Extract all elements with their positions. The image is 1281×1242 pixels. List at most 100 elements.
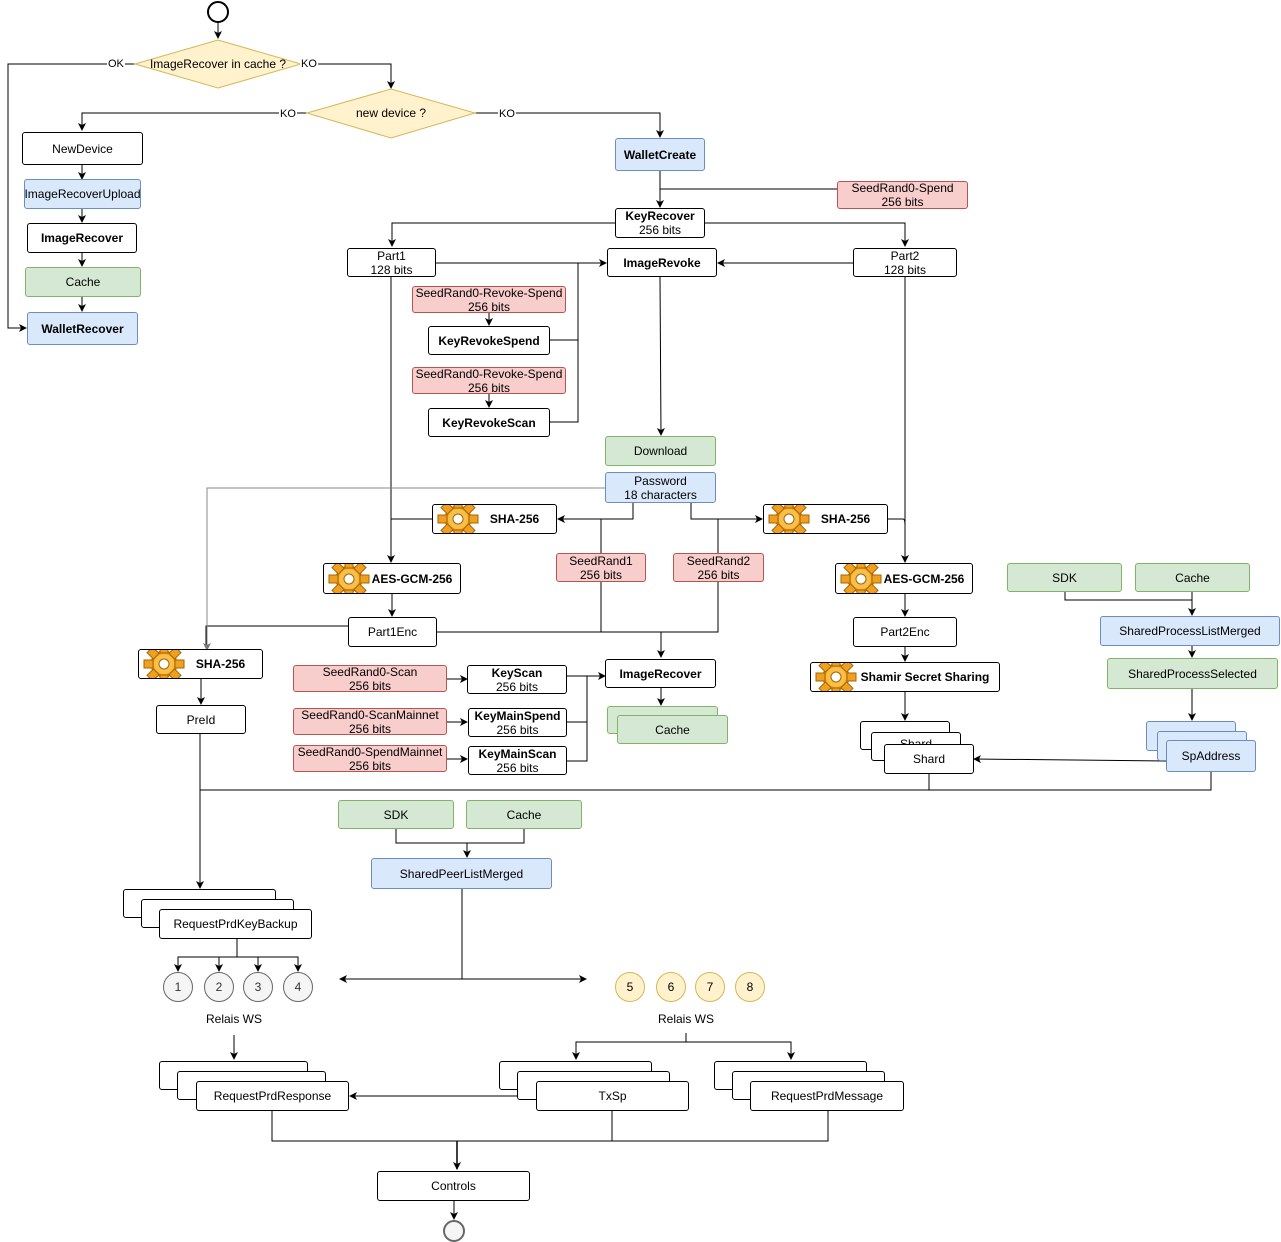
part2-label: Part2 [890,248,920,263]
cache-peers-label: Cache [506,807,542,822]
sha-256-preid-node[interactable]: SHA-256 [138,649,263,679]
relay-8[interactable]: 8 [735,972,765,1002]
cache-right-node[interactable]: Cache [1135,563,1250,592]
sp-address-label: SpAddress [1181,749,1241,763]
part1-label: Part1 [377,248,406,263]
aes-gcm-256-left-label: AES-GCM-256 [371,571,453,586]
part2-bits: 128 bits [883,262,927,277]
edge-label-ko-1: KO [300,58,318,70]
sha-256-right-node[interactable]: SHA-256 [763,504,888,534]
part2enc-node[interactable]: Part2Enc [853,617,957,647]
preid-label: PreId [186,712,216,727]
controls-node[interactable]: Controls [377,1171,530,1201]
key-main-scan-bits: 256 bits [496,760,539,775]
aes-gcm-256-right-node[interactable]: AES-GCM-256 [835,563,973,594]
sp-address-node[interactable]: SpAddress [1166,740,1256,772]
shared-process-list-merged-node[interactable]: SharedProcessListMerged [1100,616,1280,646]
key-main-scan-label: KeyMainScan [478,746,557,761]
sha-256-left-label: SHA-256 [489,512,540,526]
shared-peer-list-merged-node[interactable]: SharedPeerListMerged [371,858,552,889]
part1-bits: 128 bits [370,262,413,277]
end-node [443,1220,465,1242]
shared-process-selected-node[interactable]: SharedProcessSelected [1107,658,1278,689]
seed-spend-mainnet-label: SeedRand0-SpendMainnet [297,745,443,759]
edge-label-ko-3: KO [498,108,516,120]
shard-label: Shard [912,752,946,766]
seed-revoke-spend-1-bits: 256 bits [467,299,511,313]
seed-revoke-spend-2-label: SeedRand0-Revoke-Spend [415,367,563,381]
download-node[interactable]: Download [605,436,716,466]
shard-node[interactable]: Shard [884,744,974,774]
key-revoke-spend-node[interactable]: KeyRevokeSpend [428,326,550,355]
controls-label: Controls [431,1179,476,1193]
part1enc-node[interactable]: Part1Enc [348,617,437,647]
shared-process-selected-label: SharedProcessSelected [1128,666,1257,681]
cache-peers-node[interactable]: Cache [466,800,582,829]
tx-sp-node[interactable]: TxSp [536,1081,689,1111]
request-prd-message-node[interactable]: RequestPrdMessage [750,1081,904,1111]
aes-gcm-256-left-node[interactable]: AES-GCM-256 [323,563,461,594]
seed-rand1-label: SeedRand1 [569,553,633,568]
wallet-create-node[interactable]: WalletCreate [615,138,705,171]
image-revoke-node[interactable]: ImageRevoke [607,248,717,277]
relay-2[interactable]: 2 [204,972,234,1002]
wallet-recover-node[interactable]: WalletRecover [27,312,138,345]
preid-node[interactable]: PreId [156,705,246,734]
cache-mid-node[interactable]: Cache [617,715,728,744]
request-prd-key-backup-node[interactable]: RequestPrdKeyBackup [159,909,312,939]
seed-rand2-bits: 256 bits [697,567,740,582]
sha-256-right-label: SHA-256 [820,512,871,526]
relay-6[interactable]: 6 [656,972,686,1002]
sdk-right-node[interactable]: SDK [1007,563,1122,592]
image-recover-left-node[interactable]: ImageRecover [27,223,137,253]
image-recover-label: ImageRecover [619,666,702,681]
seed-rand1-bits: 256 bits [579,567,623,582]
seed-scan-label: SeedRand0-Scan [322,665,418,679]
request-prd-response-node[interactable]: RequestPrdResponse [196,1081,349,1111]
relay-3[interactable]: 3 [243,972,273,1002]
relay-5[interactable]: 5 [615,972,645,1002]
seed-scan-mainnet-label: SeedRand0-ScanMainnet [301,708,439,722]
key-scan-bits: 256 bits [495,679,539,694]
shamir-node[interactable]: Shamir Secret Sharing [810,662,1000,692]
start-node [207,1,229,23]
sdk-peers-label: SDK [383,807,409,822]
new-device-node[interactable]: NewDevice [22,132,143,165]
image-recover-upload-node[interactable]: ImageRecoverUpload [24,179,141,209]
gear-icon [840,564,882,593]
sdk-peers-node[interactable]: SDK [338,800,454,829]
key-revoke-scan-label: KeyRevokeScan [442,415,536,430]
shamir-label: Shamir Secret Sharing [860,670,990,684]
seed-scan-mainnet-bits: 256 bits [348,721,392,735]
shared-peer-list-merged-label: SharedPeerListMerged [399,866,524,881]
password-length: 18 characters [624,487,697,502]
key-revoke-scan-node[interactable]: KeyRevokeScan [428,408,550,437]
sha-256-left-node[interactable]: SHA-256 [432,504,557,534]
gear-icon [328,564,370,593]
seed-spend-mainnet-bits: 256 bits [348,758,392,772]
relay-7[interactable]: 7 [695,972,725,1002]
part2enc-label: Part2Enc [880,625,930,639]
image-recover-node[interactable]: ImageRecover [605,659,716,688]
cache-left-node[interactable]: Cache [25,267,141,297]
sha-256-preid-label: SHA-256 [195,657,246,671]
decision-device-diamond [305,88,477,139]
relay-4[interactable]: 4 [283,972,313,1002]
relay-1[interactable]: 1 [163,972,193,1002]
tx-sp-label: TxSp [598,1089,627,1103]
